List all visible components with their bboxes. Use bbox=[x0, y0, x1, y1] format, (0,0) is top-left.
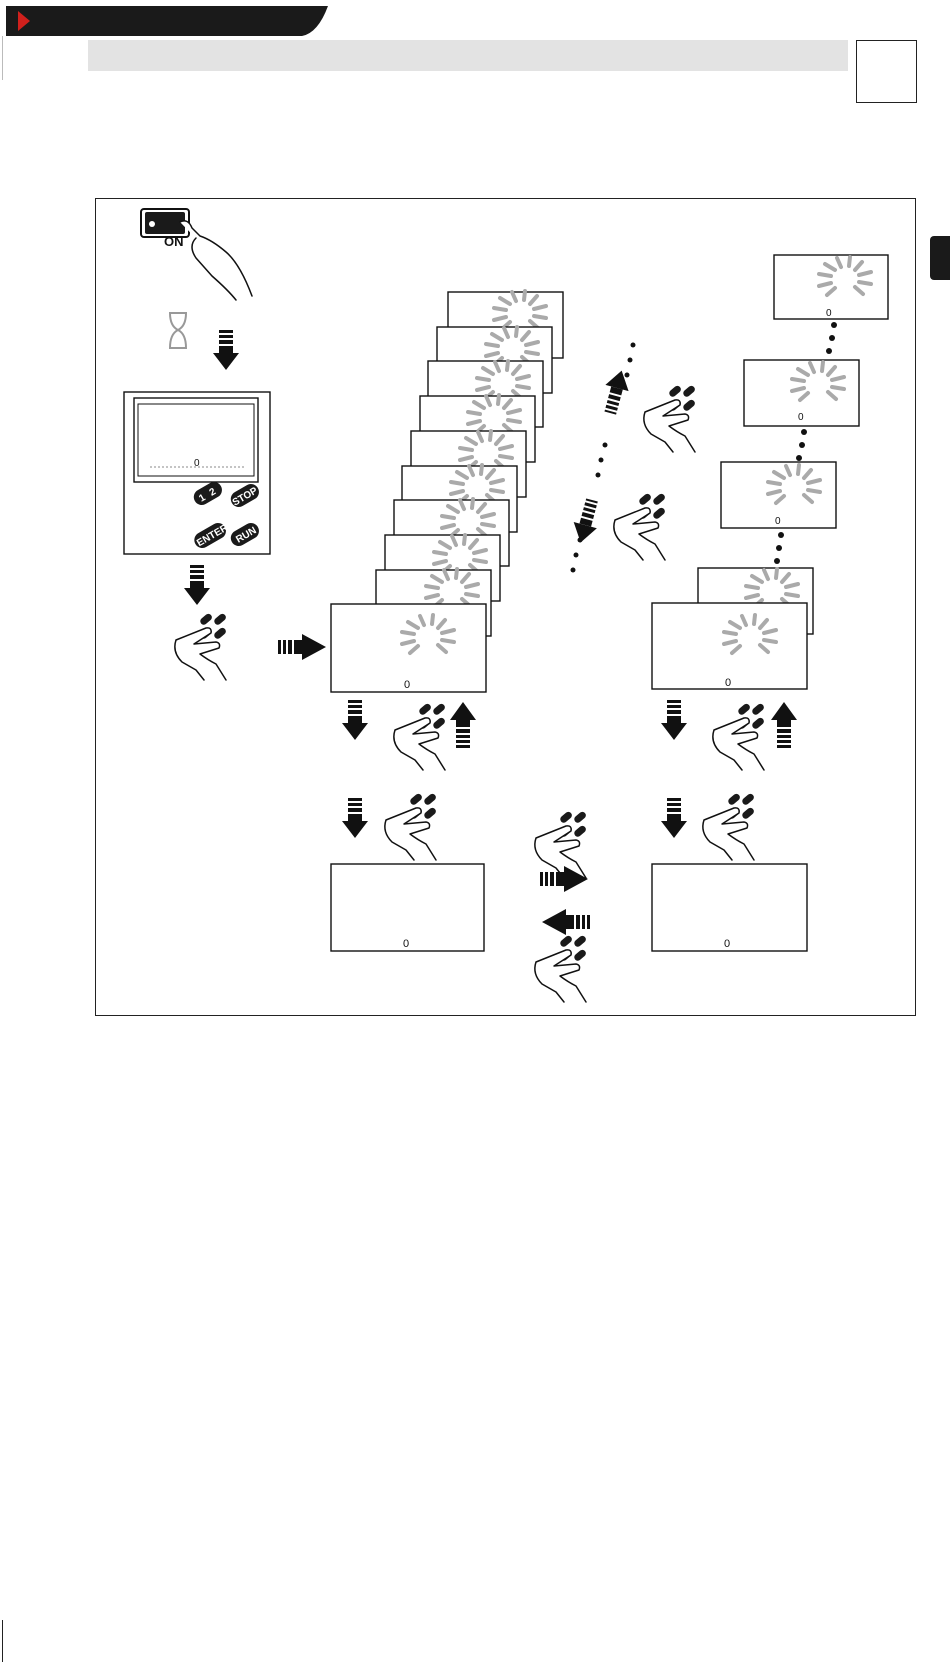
result-screen-left: 0 bbox=[331, 864, 484, 951]
arrow-up-icon bbox=[450, 702, 476, 748]
hand-press-icon bbox=[644, 384, 696, 452]
hand-press-icon bbox=[713, 702, 765, 770]
hand-press-icon bbox=[703, 792, 755, 860]
display-marker: 0 bbox=[775, 516, 781, 527]
hourglass-icon bbox=[170, 313, 186, 348]
hand-press-icon bbox=[385, 792, 437, 860]
parameter-screen: 0 bbox=[721, 462, 836, 528]
parameter-stack-right: 0 0 0 0 bbox=[652, 255, 888, 689]
arrow-down-icon bbox=[342, 798, 368, 838]
power-switch-label: ON bbox=[164, 234, 184, 249]
display-marker: 0 bbox=[403, 938, 409, 950]
arrow-down-icon bbox=[342, 700, 368, 740]
display-marker: 0 bbox=[724, 938, 730, 950]
display-marker: 0 bbox=[826, 308, 832, 319]
arrow-down-icon bbox=[661, 798, 687, 838]
parameter-stack-left: 0 bbox=[331, 291, 563, 692]
parameter-screen: 0 bbox=[774, 255, 888, 319]
arrow-up-icon bbox=[771, 702, 797, 748]
parameter-screen: 0 bbox=[744, 360, 859, 426]
arrow-down-icon bbox=[213, 330, 239, 370]
keypad-icon: 0 1 2 STOP ENTER RUN bbox=[124, 392, 270, 554]
keypad-display-marker: 0 bbox=[194, 458, 200, 469]
arrow-down-icon bbox=[184, 565, 210, 605]
arrow-down-icon bbox=[569, 497, 604, 546]
arrow-down-icon bbox=[661, 700, 687, 740]
display-marker: 0 bbox=[404, 679, 410, 691]
hand-press-icon bbox=[394, 702, 446, 770]
arrow-left-icon bbox=[542, 909, 590, 935]
arrow-right-icon bbox=[278, 634, 326, 660]
hand-press-icon bbox=[535, 934, 587, 1002]
power-switch-icon: ON bbox=[141, 209, 252, 300]
parameter-screen-front: 0 bbox=[652, 603, 807, 689]
display-marker: 0 bbox=[725, 677, 731, 689]
result-screen-right: 0 bbox=[652, 864, 807, 951]
parameter-screen-front: 0 bbox=[331, 604, 486, 692]
hand-press-icon bbox=[614, 492, 666, 560]
hand-press-icon bbox=[175, 612, 227, 680]
display-marker: 0 bbox=[798, 412, 804, 423]
hand-press-icon bbox=[535, 810, 587, 878]
